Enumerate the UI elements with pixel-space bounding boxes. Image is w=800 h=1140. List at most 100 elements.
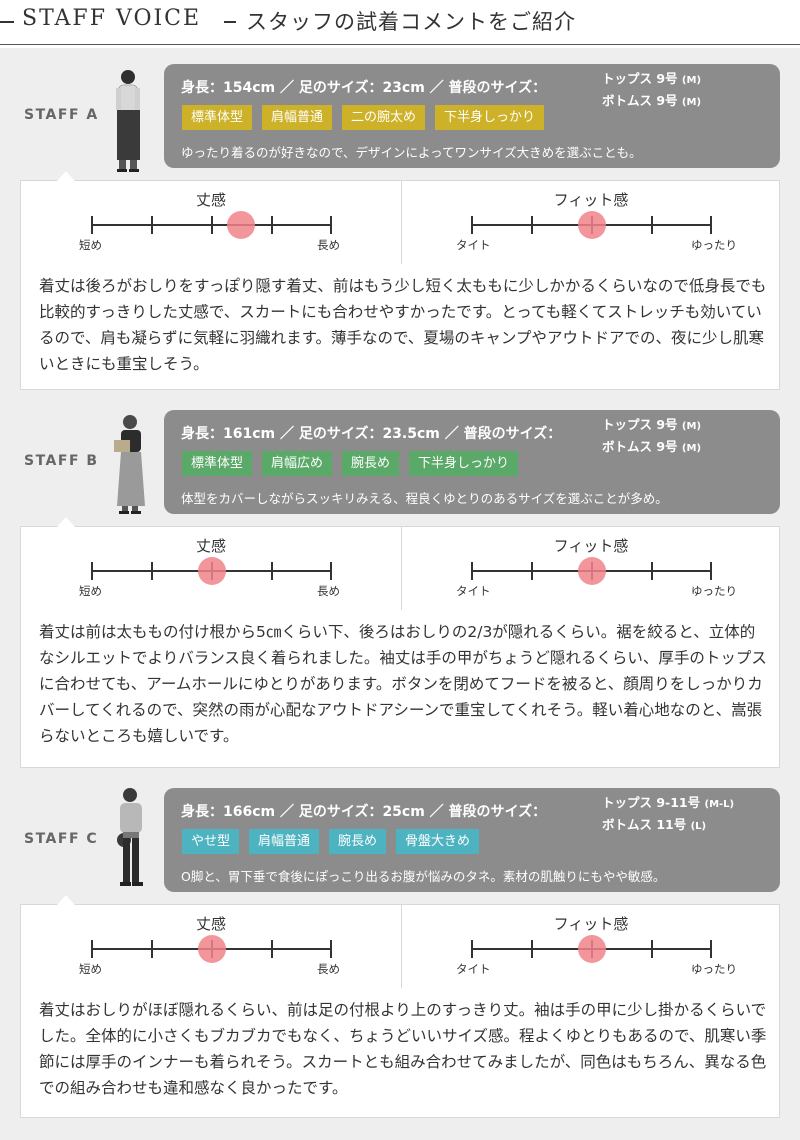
size-meter-box: 丈感 短め 長め フィット感 タイト ゆったり — [20, 895, 781, 989]
fit-meter-title: フィット感 — [553, 537, 629, 555]
staff-figure-icon — [114, 415, 145, 514]
length-meter-title: 丈感 — [195, 191, 226, 209]
staff-usual-sizes: トップス 9号 (M) ボトムス 9号 (M) — [602, 415, 701, 459]
meter-tick — [271, 216, 273, 234]
meter-tick — [91, 216, 93, 234]
body-type-tag: 骨盤大きめ — [396, 829, 480, 854]
staff-usual-sizes: トップス 9-11号 (M-L) ボトムス 11号 (L) — [602, 793, 734, 837]
body-type-tag: 二の腕太め — [342, 105, 426, 130]
speech-tail — [57, 171, 75, 181]
body-type-tag: 肩幅広め — [262, 451, 333, 476]
length-min-label: 短め — [79, 584, 102, 598]
meter-tick — [91, 562, 93, 580]
fit-max-label: ゆったり — [691, 962, 737, 976]
meter-tick — [330, 940, 332, 958]
body-type-tag: 腕長め — [342, 451, 400, 476]
bottoms-size-letter: (M) — [681, 97, 702, 108]
meter-divider — [401, 181, 402, 265]
review-text: 着丈は後ろがおしりをすっぽり隠す着丈、前はもう少し短く太ももに少しかかるくらいな… — [39, 277, 767, 373]
staff-photo — [104, 66, 150, 176]
tops-size: トップス 9号 — [602, 71, 678, 86]
length-marker — [227, 211, 256, 239]
page-subtitle: スタッフの試着コメントをご紹介 — [246, 10, 576, 34]
length-meter-title: 丈感 — [195, 915, 226, 933]
body-type-tag: 肩幅普通 — [262, 105, 333, 130]
tops-size-letter: (M-L) — [704, 799, 735, 810]
staff-specs: 身長：161cm ／ 足のサイズ：23.5cm ／ 普段のサイズ： — [181, 426, 562, 442]
staff-profile-bubble: 身長：166cm ／ 足のサイズ：25cm ／ 普段のサイズ： トップス 9-1… — [164, 788, 780, 892]
body-type-tag: 下半身しっかり — [435, 105, 545, 130]
meter-tick — [151, 562, 153, 580]
body-type-tags: 標準体型 肩幅普通 二の腕太め 下半身しっかり — [182, 105, 545, 130]
meter-tick — [531, 216, 533, 234]
length-meter: 丈感 短め 長め — [21, 181, 401, 265]
review-text: 着丈は前は太ももの付け根から5㎝くらい下、後ろはおしりの2/3が隠れるくらい。裾… — [39, 623, 767, 745]
header-rule — [0, 44, 800, 45]
review-text-box: 着丈はおしりがほぼ隠れるくらい、前は足の付根より上のすっきり丈。袖は手の甲に少し… — [20, 988, 780, 1118]
page-title: STAFF VOICE — [22, 6, 202, 31]
meter-tick — [531, 940, 533, 958]
meter-tick — [151, 216, 153, 234]
meter-tick — [710, 562, 712, 580]
page-header: STAFF VOICE スタッフの試着コメントをご紹介 — [0, 0, 800, 48]
review-text-box: 着丈は後ろがおしりをすっぽり隠す着丈、前はもう少し短く太ももに少しかかるくらいな… — [20, 264, 780, 390]
staff-usual-sizes: トップス 9号 (M) ボトムス 9号 (M) — [602, 69, 701, 113]
meter-tick — [151, 940, 153, 958]
speech-tail — [57, 517, 75, 527]
body-type-tag: 腕長め — [329, 829, 387, 854]
length-meter: 丈感 短め 長め — [21, 905, 401, 989]
body-type-tag: 標準体型 — [182, 105, 253, 130]
staff-figure-icon — [116, 70, 140, 172]
meter-tick — [471, 216, 473, 234]
bottoms-size: ボトムス 11号 — [602, 817, 687, 832]
staff-label: STAFF C — [24, 831, 99, 847]
length-meter-title: 丈感 — [195, 537, 226, 555]
meter-tick — [471, 940, 473, 958]
meter-tick — [91, 940, 93, 958]
fit-marker — [577, 211, 606, 239]
staff-specs: 身長：166cm ／ 足のサイズ：25cm ／ 普段のサイズ： — [181, 804, 547, 820]
body-type-tag: やせ型 — [182, 829, 240, 854]
size-meter-box: 丈感 短め 長め フィット感 タイト ゆったり — [20, 171, 781, 265]
body-type-tags: 標準体型 肩幅広め 腕長め 下半身しっかり — [182, 451, 519, 476]
staff-profile-bubble: 身長：161cm ／ 足のサイズ：23.5cm ／ 普段のサイズ： トップス 9… — [164, 410, 780, 514]
meter-tick — [651, 562, 653, 580]
meter-tick — [330, 216, 332, 234]
tops-size: トップス 9-11号 — [602, 795, 701, 810]
fit-meter: フィット感 タイト ゆったり — [401, 181, 781, 265]
review-text-box: 着丈は前は太ももの付け根から5㎝くらい下、後ろはおしりの2/3が隠れるくらい。裾… — [20, 610, 780, 768]
meter-tick — [471, 562, 473, 580]
meter-tick — [271, 562, 273, 580]
fit-meter-title: フィット感 — [553, 915, 629, 933]
fit-min-label: タイト — [456, 962, 491, 976]
fit-marker — [577, 935, 606, 963]
bottoms-size: ボトムス 9号 — [602, 439, 678, 454]
speech-tail — [57, 895, 75, 905]
tops-size: トップス 9号 — [602, 417, 678, 432]
fit-max-label: ゆったり — [691, 238, 737, 252]
meter-tick — [651, 940, 653, 958]
meter-tick — [710, 216, 712, 234]
tops-size-letter: (M) — [681, 75, 702, 86]
staff-label: STAFF B — [24, 453, 99, 469]
fit-meter: フィット感 タイト ゆったり — [401, 905, 781, 989]
staff-preference-comment: 体型をカバーしながらスッキリみえる、程良くゆとりのあるサイズを選ぶことが多め。 — [181, 491, 668, 506]
review-text: 着丈はおしりがほぼ隠れるくらい、前は足の付根より上のすっきり丈。袖は手の甲に少し… — [39, 1001, 767, 1097]
bottoms-size-letter: (M) — [681, 443, 702, 454]
length-marker — [197, 557, 226, 585]
meter-tick — [330, 562, 332, 580]
length-max-label: 長め — [317, 238, 340, 252]
header-dash — [0, 21, 14, 23]
length-meter: 丈感 短め 長め — [21, 527, 401, 611]
meter-divider — [401, 905, 402, 989]
fit-meter: フィット感 タイト ゆったり — [401, 527, 781, 611]
fit-max-label: ゆったり — [691, 584, 737, 598]
body-type-tags: やせ型 肩幅普通 腕長め 骨盤大きめ — [182, 829, 480, 854]
staff-specs: 身長：154cm ／ 足のサイズ：23cm ／ 普段のサイズ： — [181, 80, 547, 96]
body-type-tag: 下半身しっかり — [409, 451, 519, 476]
staff-preference-comment: ゆったり着るのが好きなので、デザインによってワンサイズ大きめを選ぶことも。 — [181, 145, 642, 160]
body-type-tag: 標準体型 — [182, 451, 253, 476]
length-min-label: 短め — [79, 238, 102, 252]
length-max-label: 長め — [317, 962, 340, 976]
fit-meter-title: フィット感 — [553, 191, 629, 209]
